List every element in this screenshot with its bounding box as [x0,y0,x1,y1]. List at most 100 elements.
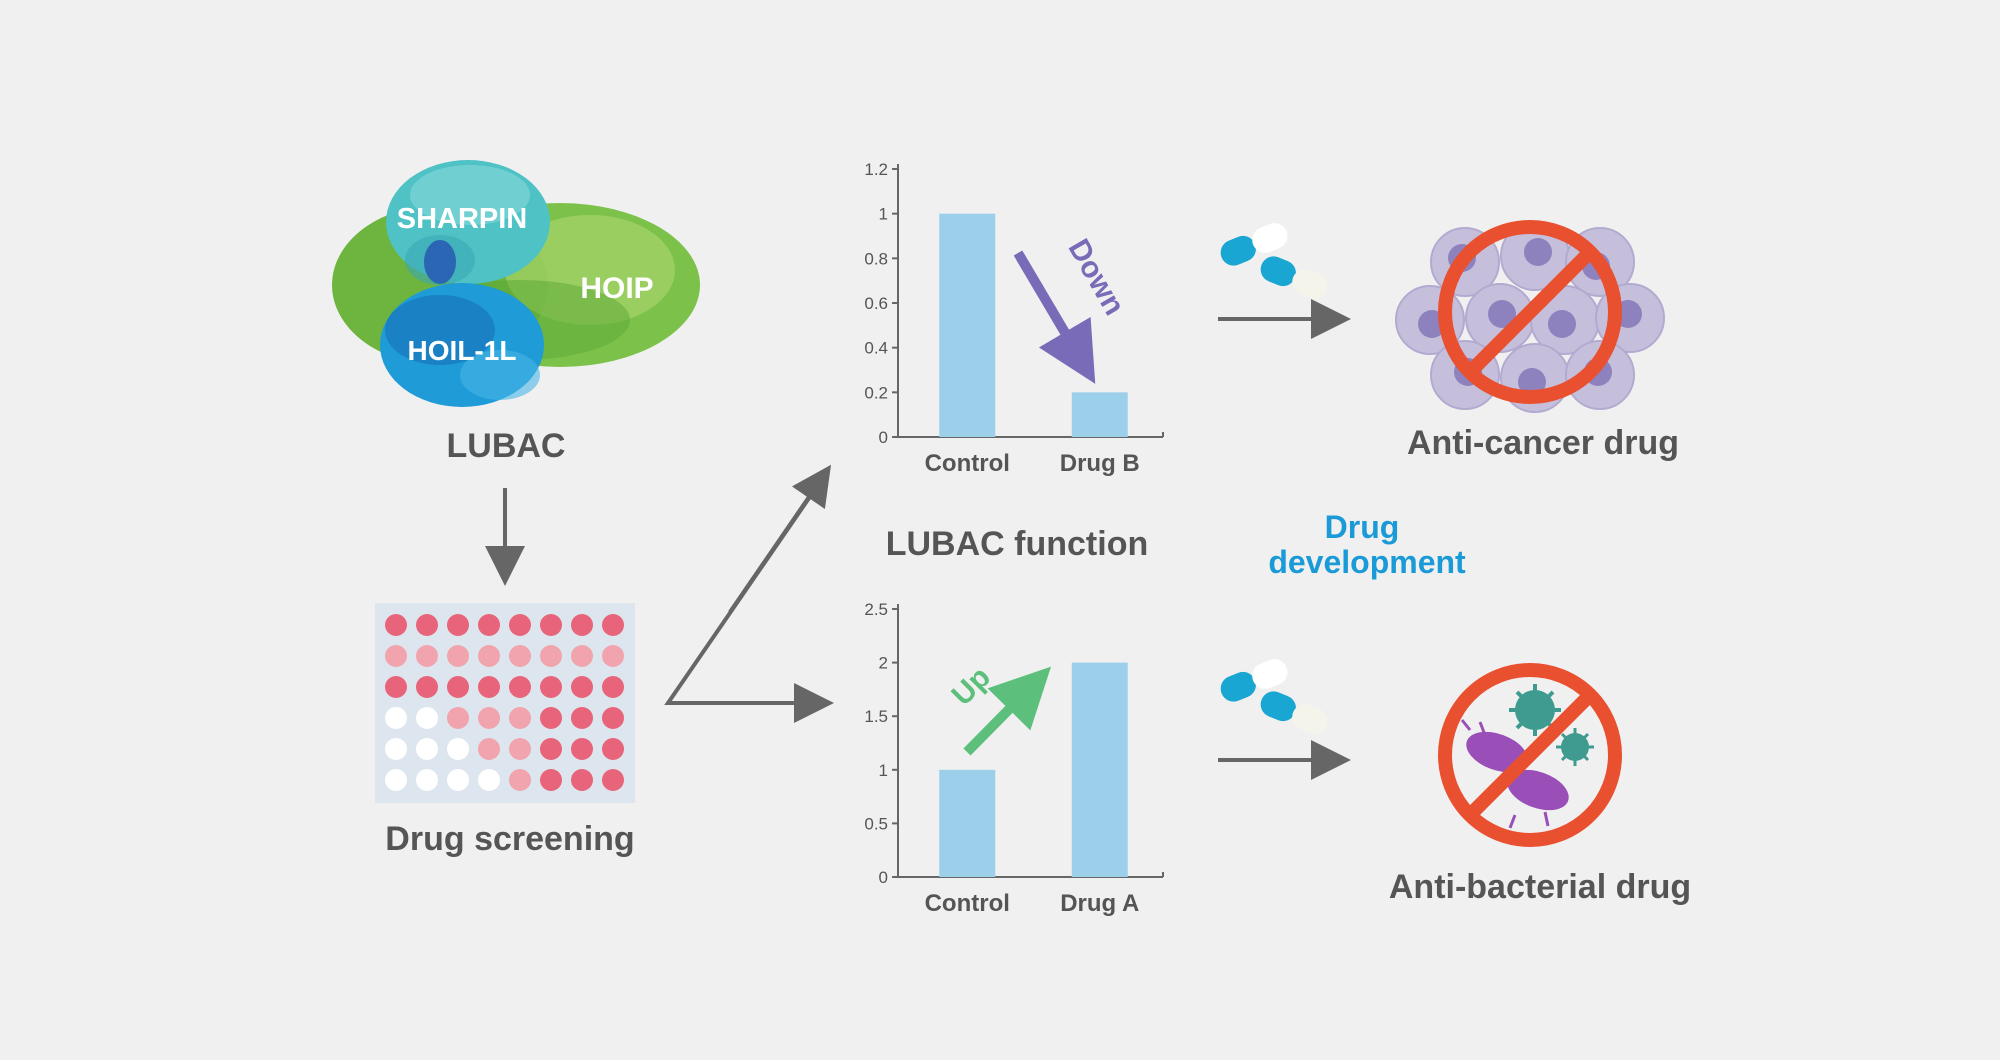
bacteria-icon [1438,663,1622,847]
plate-well [540,738,562,760]
category-label: Control [925,890,1010,917]
plate-well [571,676,593,698]
capsule-group-bottom [1218,659,1351,780]
capsule-icon [1220,659,1288,702]
bar [939,769,996,877]
screening-plate [375,603,635,803]
outcome-top-label: Anti-cancer drug [1407,424,1679,462]
plate-well [509,645,531,667]
virus-particle [1556,728,1594,766]
drug-dev-label-line1: Drug [1325,509,1400,545]
y-tick-label: 0.4 [864,339,888,358]
sharpin-subunit: SHARPIN [386,160,550,285]
virus-particle [1509,684,1561,736]
plate-well [509,676,531,698]
plate-well [540,769,562,791]
y-tick-label: 1 [879,761,888,780]
plate-well [509,614,531,636]
y-tick-label: 1 [879,205,888,224]
plate-well [478,676,500,698]
y-tick-label: 0.6 [864,294,888,313]
prohibition-icon [1438,663,1622,847]
y-tick-label: 0.2 [864,383,888,402]
plate-well [602,707,624,729]
drug-dev-label-line2: development [1268,544,1466,580]
plate-well [447,676,469,698]
sharpin-label: SHARPIN [397,203,528,235]
capsule-group-top [1218,223,1351,339]
y-tick-label: 1.2 [864,160,888,179]
center-label: LUBAC function [886,525,1149,563]
plate-well [478,738,500,760]
hoil-label: HOIL-1L [408,335,517,366]
trend-arrow-down [1013,250,1096,384]
y-tick-label: 0.5 [864,814,888,833]
plate-well [509,738,531,760]
branch-arrows [664,464,834,723]
plate-well [416,645,438,667]
plate-well [385,707,407,729]
plate-background [375,603,635,803]
plate-well [447,645,469,667]
plate-well [385,738,407,760]
category-label: Drug B [1060,450,1140,477]
hoip-label: HOIP [580,272,653,305]
plate-well [571,769,593,791]
annotation-down: Down [1062,234,1131,321]
plate-well [447,738,469,760]
branch-arrow-up [728,464,832,614]
capsule-icon [1260,691,1328,734]
plate-well [540,645,562,667]
y-tick-label: 0 [879,868,888,887]
plate-well [447,769,469,791]
y-tick-label: 1.5 [864,707,888,726]
plate-well [385,614,407,636]
plate-well [509,707,531,729]
plate-well [571,645,593,667]
outcome-bottom-label: Anti-bacterial drug [1389,868,1691,906]
plate-well [385,645,407,667]
capsule-icon [1220,223,1288,266]
bar [1071,662,1128,877]
plate-well [385,769,407,791]
plate-well [416,707,438,729]
y-tick-label: 2.5 [864,600,888,619]
prohibition-icon [1438,220,1622,404]
plate-well [416,614,438,636]
plate-well [540,707,562,729]
annotation-up: Up [945,660,997,712]
cancer-cells-icon [1395,220,1665,413]
lubac-title: LUBAC [447,427,566,465]
plate-well [602,738,624,760]
y-tick-label: 2 [879,654,888,673]
plate-well [416,769,438,791]
y-tick-label: 0.8 [864,249,888,268]
plate-well [416,676,438,698]
lubac-complex: HOIP SHARPIN HOIL-1L [332,160,700,407]
bar [1071,392,1128,437]
plate-well [478,707,500,729]
plate-well [602,614,624,636]
y-tick-label: 0 [879,428,888,447]
plate-well [385,676,407,698]
plate-well [571,738,593,760]
plate-well [447,707,469,729]
plate-well [447,614,469,636]
bar [939,213,996,437]
plate-well [571,614,593,636]
plate-well [478,645,500,667]
plate-well [416,738,438,760]
plate-well [602,769,624,791]
plate-well [602,676,624,698]
bacterium [1460,719,1569,829]
category-label: Drug A [1060,890,1139,917]
hoil-subunit: HOIL-1L [380,240,544,407]
plate-wells [385,614,624,791]
plate-well [509,769,531,791]
category-label: Control [925,450,1010,477]
capsule-icon [1260,256,1328,299]
plate-well [478,769,500,791]
